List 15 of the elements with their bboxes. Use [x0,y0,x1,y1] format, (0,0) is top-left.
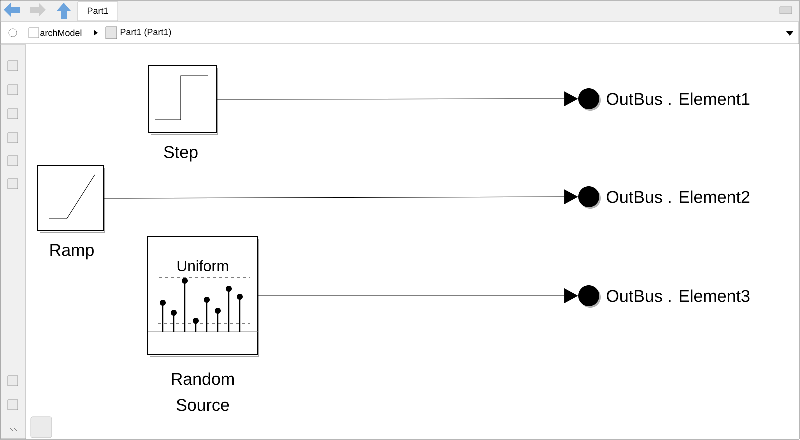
source-block: Uniform Random Source [148,236,260,412]
node-label: Step [164,146,198,162]
node-label: OutBus . Element1 [607,92,750,106]
node-label: Ramp [50,244,94,260]
node-label: OutBus . Element2 [607,190,750,204]
node-label: Random Source [172,372,234,412]
breadcrumb: Part1 (Part1) [120,28,172,38]
outport: OutBus . Element3 [578,286,750,308]
outport: OutBus . Element1 [578,88,750,111]
tab: Part1 [78,2,118,22]
source-block: Ramp [38,166,106,260]
breadcrumb: archModel [40,30,82,36]
source-block: Step [148,66,218,162]
outport: OutBus . Element2 [578,186,750,209]
node-label: OutBus . Element3 [607,290,750,302]
